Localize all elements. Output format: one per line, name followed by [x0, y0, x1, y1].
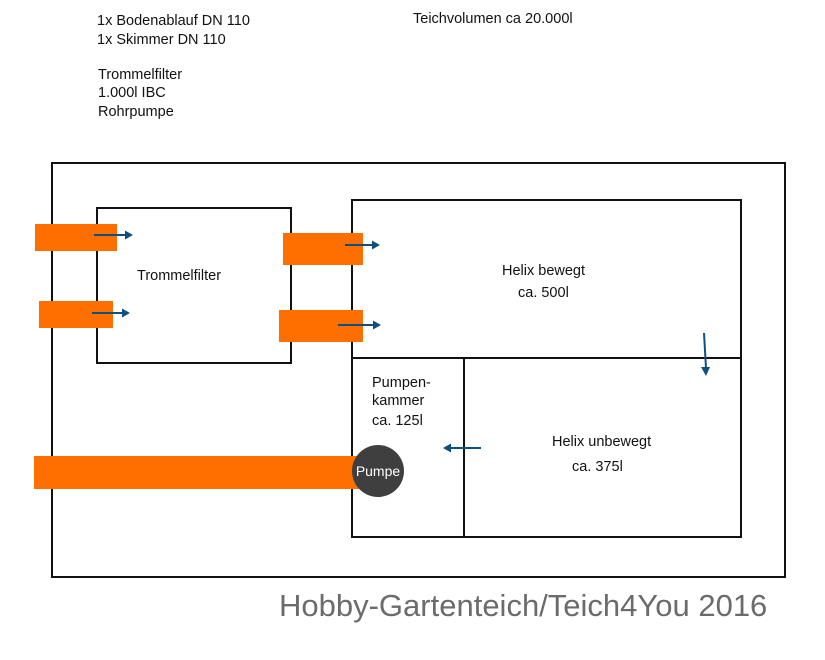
- return-pipe: [34, 456, 374, 489]
- drum-filter-label: Trommelfilter: [137, 268, 222, 284]
- drum-filter-box: [96, 207, 292, 364]
- pond-volume: Teichvolumen ca 20.000l: [413, 11, 573, 27]
- pump: Pumpe: [352, 445, 404, 497]
- outer-frame: [51, 162, 786, 578]
- flow-arrow-right-icon: [92, 308, 130, 318]
- helix-moving-label: Helix bewegt: [502, 263, 586, 279]
- transfer-pipe-upper: [283, 233, 363, 265]
- equipment-line-1: Trommelfilter: [98, 67, 183, 83]
- helix-moving-volume: ca. 500l: [518, 285, 569, 301]
- horizontal-divider: [351, 357, 742, 359]
- pump-label: Pumpe: [355, 463, 401, 479]
- flow-arrow-left-icon: [443, 443, 481, 453]
- helix-static-label: Helix unbewegt: [552, 434, 652, 450]
- watermark: Hobby-Gartenteich/Teich4You 2016: [279, 588, 768, 623]
- equipment-line-3: Rohrpumpe: [98, 104, 174, 120]
- pump-chamber-volume: ca. 125l: [372, 413, 423, 429]
- pump-chamber-label-1: Pumpen-: [372, 375, 431, 391]
- inlet-pipe-bottom-drain: [35, 224, 117, 251]
- equipment-line-2: 1.000l IBC: [98, 85, 166, 101]
- pump-chamber-label-2: kammer: [372, 393, 425, 409]
- helix-static-volume: ca. 375l: [572, 459, 623, 475]
- inlet-pipe-skimmer: [39, 301, 113, 328]
- flow-arrow-down-icon: [701, 332, 710, 376]
- flow-arrow-right-icon: [338, 320, 381, 330]
- flow-arrow-right-icon: [345, 240, 380, 250]
- ibc-container-box: [351, 199, 742, 538]
- inlet-line-1: 1x Bodenablauf DN 110: [97, 13, 250, 29]
- inlet-line-2: 1x Skimmer DN 110: [97, 32, 226, 48]
- flow-arrow-right-icon: [94, 230, 133, 240]
